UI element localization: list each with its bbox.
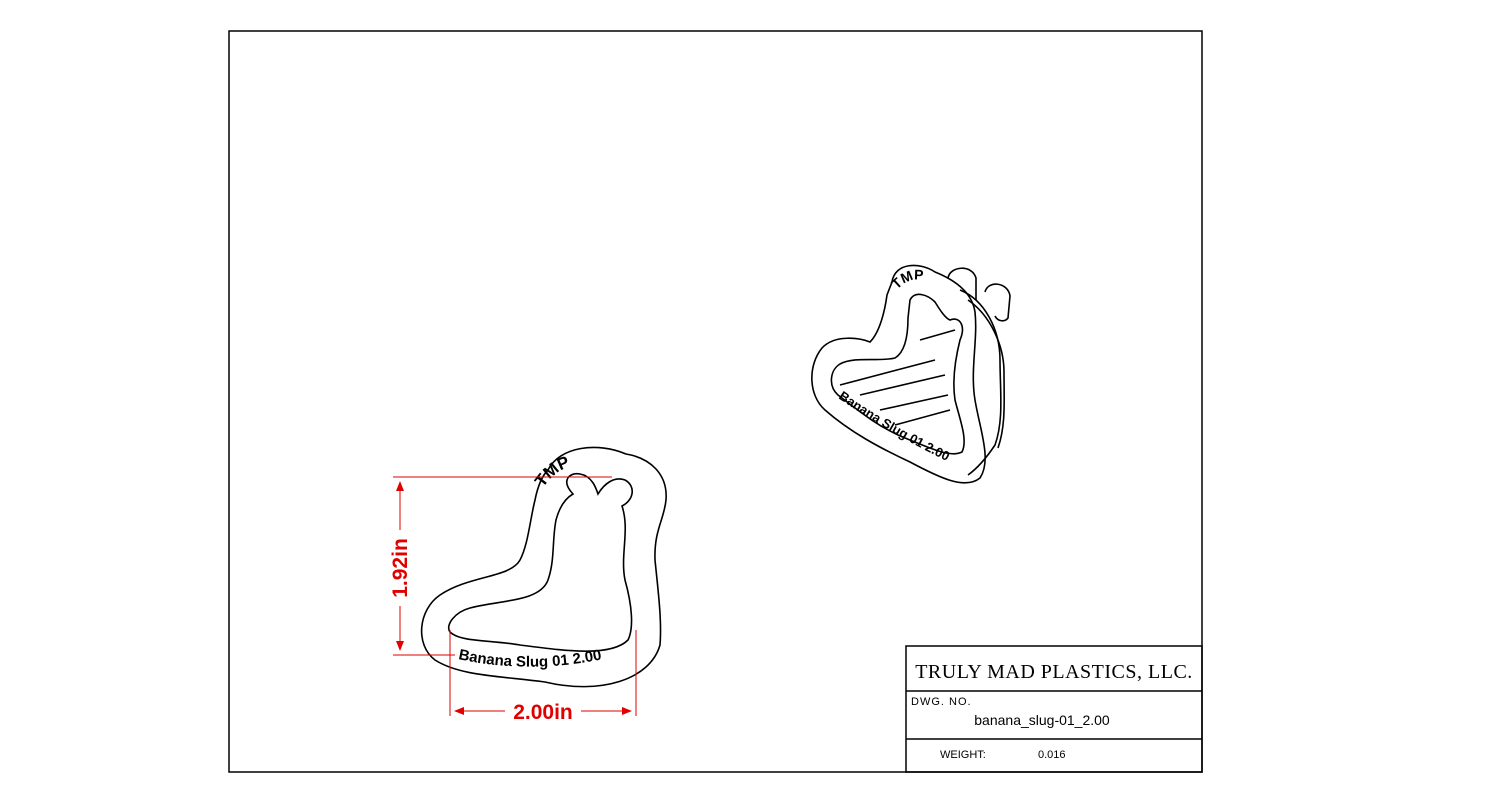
weight-label: WEIGHT: bbox=[940, 749, 986, 761]
weight-value: 0.016 bbox=[1038, 749, 1066, 761]
front-bottom-text: Banana Slug 01 2.00 bbox=[457, 646, 603, 670]
iso-outer-outline bbox=[811, 264, 986, 484]
width-dimension-label: 2.00in bbox=[513, 701, 573, 724]
dwg-no-value: banana_slug-01_2.00 bbox=[974, 712, 1110, 728]
isometric-view bbox=[811, 264, 1011, 484]
iso-inner-outline bbox=[830, 293, 965, 455]
front-view bbox=[420, 446, 667, 688]
title-block bbox=[905, 645, 1203, 773]
height-dimension-label: 1.92in bbox=[389, 538, 412, 598]
dimension-lines bbox=[393, 476, 637, 716]
iso-top-text: TMP bbox=[888, 266, 924, 292]
sheet-border bbox=[228, 30, 1203, 773]
front-inner-outline bbox=[448, 472, 633, 652]
front-top-text: TMP bbox=[531, 452, 572, 490]
dwg-no-label: DWG. NO. bbox=[911, 696, 972, 708]
company-name: TRULY MAD PLASTICS, LLC. bbox=[915, 661, 1193, 683]
iso-bottom-text: Banana Slug 01 2.00 bbox=[836, 388, 952, 464]
front-outer-outline bbox=[420, 446, 667, 688]
